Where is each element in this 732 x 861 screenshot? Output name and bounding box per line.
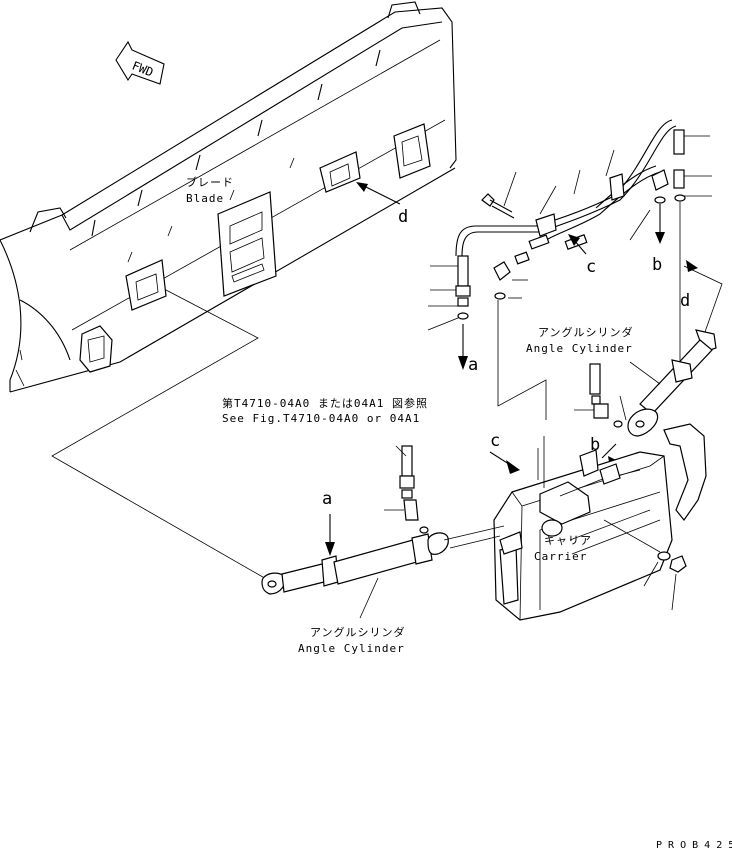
- callout-c-top: c: [586, 257, 596, 277]
- leader-line: [497, 300, 547, 420]
- callout-d-right-bracket: [683, 265, 723, 347]
- arrowhead-icon: [568, 234, 580, 246]
- blade: [0, 1, 457, 393]
- figure-code: P R O B 4 2 5: [656, 840, 732, 851]
- angle-cylinder-right-label-jp: アングルシリンダ: [538, 325, 634, 339]
- arrowhead-icon: [458, 356, 468, 370]
- callout-d-left: d: [398, 207, 408, 227]
- angle-cylinder-right: [627, 329, 717, 437]
- arrowhead-icon: [686, 260, 698, 272]
- arrowhead-icon: [356, 182, 368, 192]
- arrowhead-icon: [506, 460, 520, 474]
- reference-label-jp: 第T4710-04A0 または04A1 図参照: [222, 396, 428, 410]
- angle-cylinder-right-label-en: Angle Cylinder: [526, 342, 633, 355]
- angle-cylinder-left-label-jp: アングルシリンダ: [310, 625, 406, 639]
- fittings-middle: [574, 363, 627, 428]
- angle-cylinder-left-label-en: Angle Cylinder: [298, 642, 405, 655]
- carrier-label-jp: キャリア: [544, 534, 592, 547]
- leader-line: [359, 577, 379, 619]
- callout-d-left-arrow: [363, 185, 401, 205]
- callout-b-bottom-line: [601, 443, 617, 459]
- leader-line: [629, 361, 661, 385]
- angle-cylinder-left: [261, 525, 505, 595]
- callout-a-bottom: a: [322, 489, 332, 509]
- callout-d-right: d: [680, 291, 690, 311]
- fwd-label: FWD: [130, 59, 155, 80]
- callout-c-bottom: c: [490, 431, 500, 451]
- carrier-label-en: Carrier: [534, 550, 587, 563]
- leader-line: [51, 289, 269, 581]
- blade-label-en: Blade: [186, 192, 224, 205]
- reference-label-en: See Fig.T4710-04A0 or 04A1: [222, 412, 420, 425]
- callout-a-top: a: [468, 355, 478, 375]
- arrowhead-icon: [655, 232, 665, 244]
- callout-b-bottom: b: [590, 435, 600, 455]
- fwd-arrow-icon: FWD: [115, 40, 165, 85]
- carrier: [493, 423, 707, 621]
- callout-b-top: b: [652, 255, 662, 275]
- hose-assembly: [427, 119, 712, 331]
- arrowhead-icon: [325, 542, 335, 556]
- fittings-left: [384, 445, 429, 534]
- blade-label-jp: ブレード: [186, 175, 234, 189]
